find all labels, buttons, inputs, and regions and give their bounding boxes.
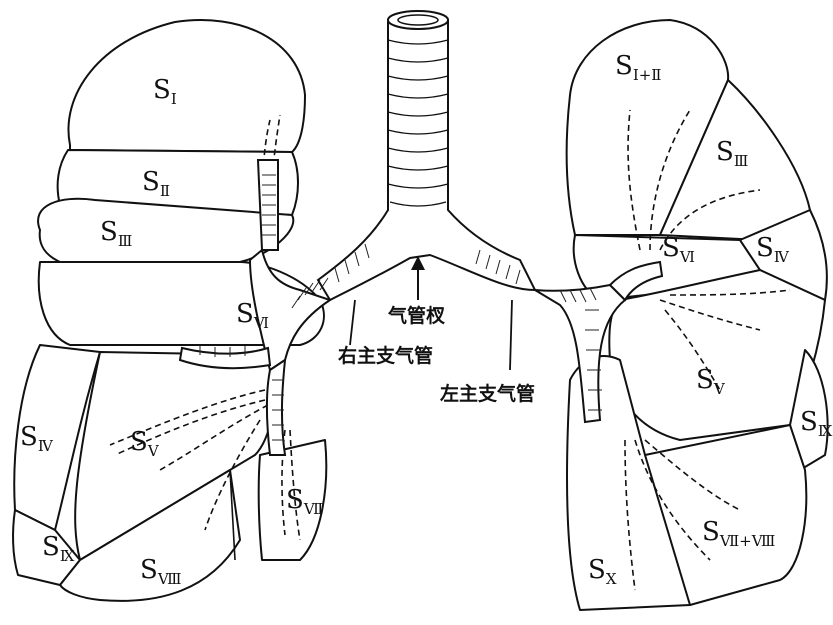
right-s1-region: [68, 20, 305, 152]
carina-label: 气管杈: [387, 304, 445, 327]
trachea-opening: [388, 11, 448, 29]
left-bronchus-pointer: [510, 300, 512, 370]
label-right-s9: SⅨ: [42, 532, 75, 565]
left-main-bronchus-label: 左主支气管: [440, 382, 535, 405]
right-bronchus-pointer: [350, 300, 355, 345]
annotation-labels: 气管杈 右主支气管 左主支气管: [337, 304, 535, 405]
right-main-bronchus-label: 右主支气管: [337, 344, 433, 367]
right-lower-bronchus: [267, 360, 285, 455]
